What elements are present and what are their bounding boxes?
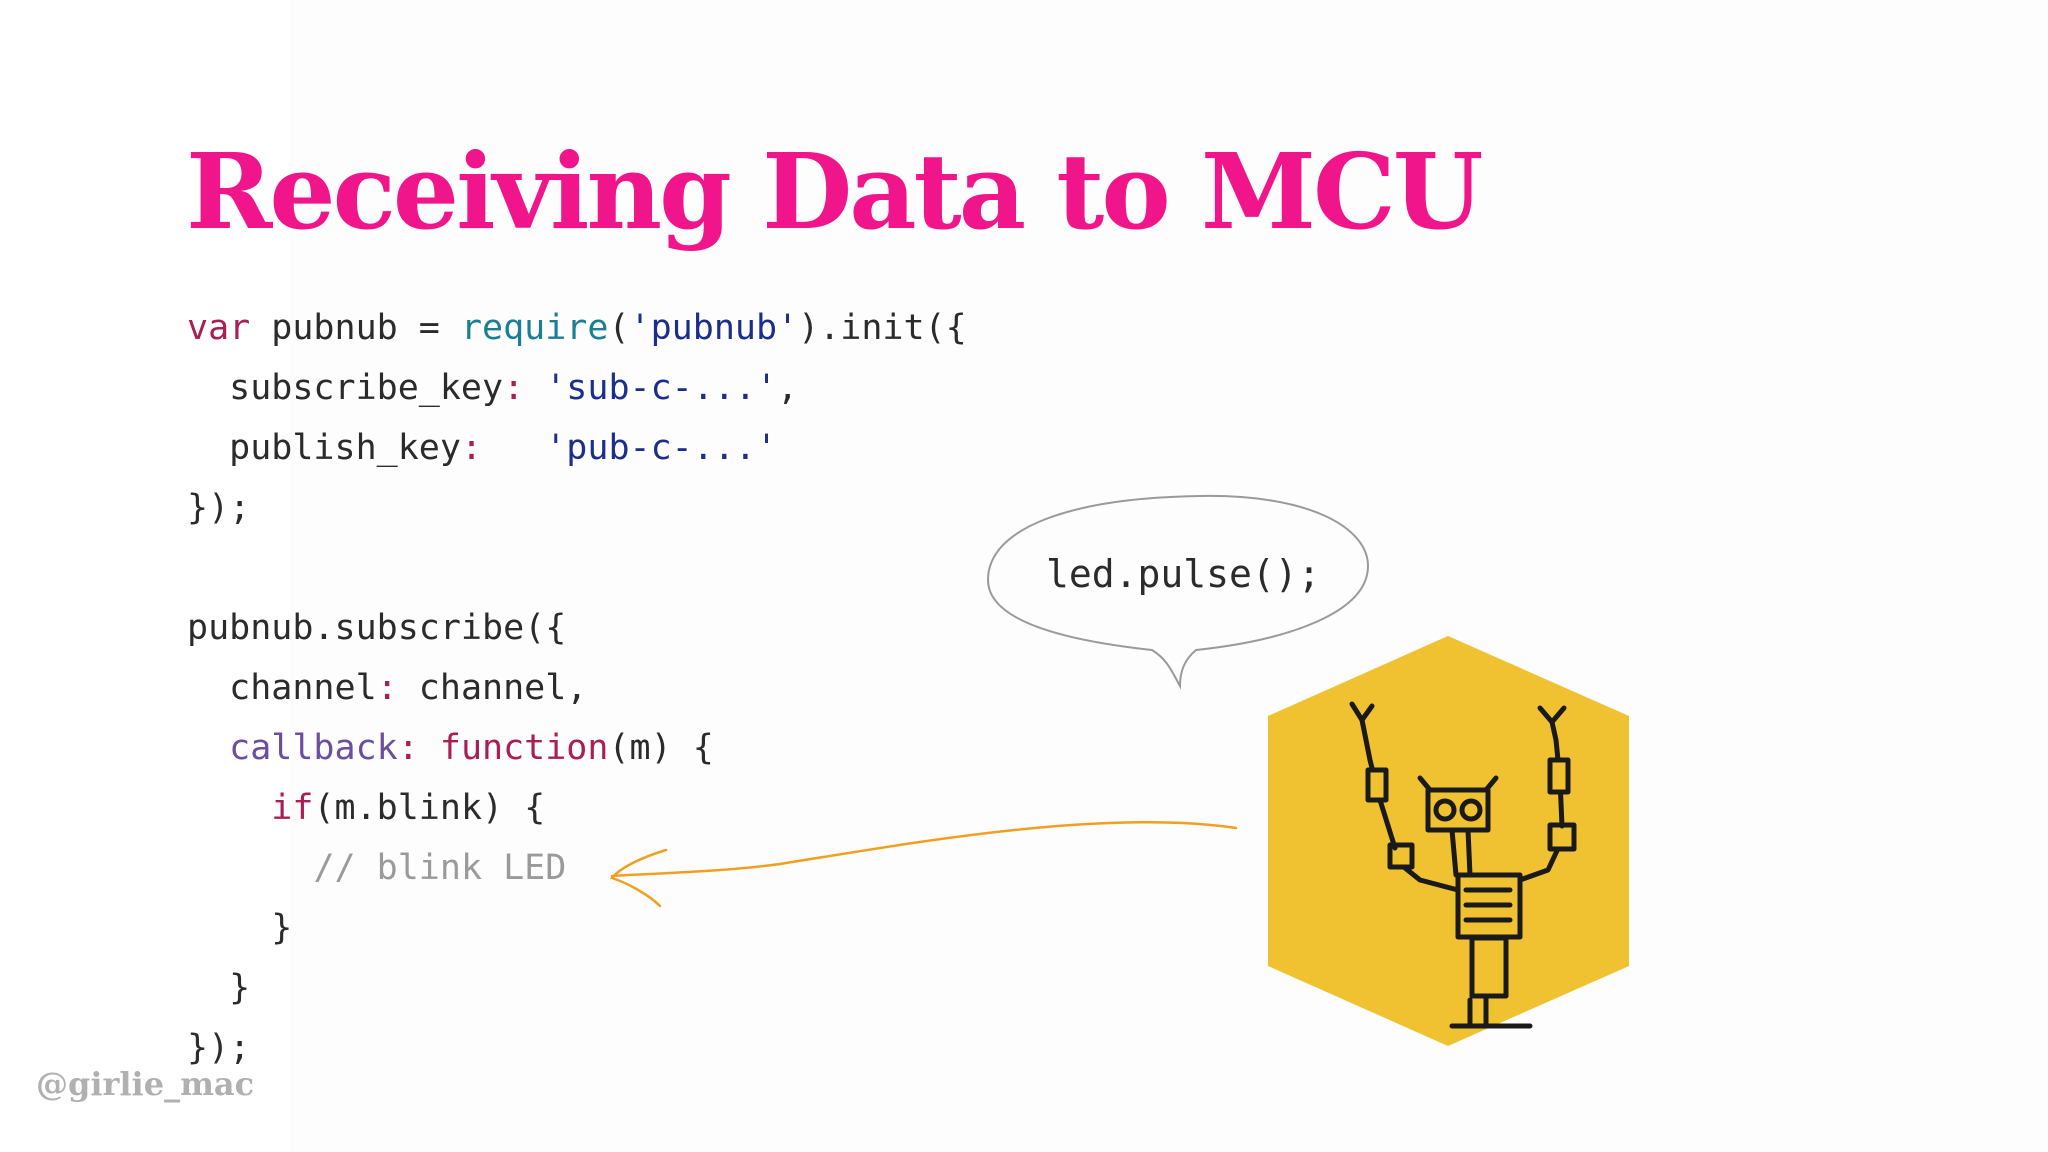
arrow-icon [609,821,1238,908]
code-line: pubnub.subscribe({ [187,598,967,658]
code-token: : [460,428,483,468]
code-token: 'pubnub' [629,308,799,348]
code-token: } [187,968,251,1008]
code-line: publish_key: 'pub-c-...' [187,418,967,478]
code-line: }); [187,1018,967,1078]
code-token: }); [187,488,251,528]
code-line: } [187,898,967,958]
code-line: }); [187,478,967,538]
code-token: 'pub-c-...' [545,428,778,468]
robot-hexagon-icon [1268,636,1629,1046]
code-token: var [187,308,251,348]
code-token: require [460,308,609,348]
code-token: }); [187,1028,251,1068]
code-token: // blink LED [313,848,567,888]
code-token: ).init({ [798,308,967,348]
code-token: callback [187,728,398,768]
code-token: if [271,788,314,828]
code-token: publish_key [187,428,461,468]
code-token: } [187,908,293,948]
code-line: if(m.blink) { [187,778,967,838]
code-token: function [439,728,609,768]
code-token: (m) { [608,728,714,768]
code-token: ( [608,308,630,348]
code-line: var pubnub = require('pubnub').init({ [187,298,967,358]
code-token: channel [187,668,377,708]
author-handle: @girlie_mac [36,1065,255,1103]
slide-background [290,0,2048,1152]
code-line: subscribe_key: 'sub-c-...', [187,358,967,418]
code-token: (m.blink) { [313,788,546,828]
code-block: var pubnub = require('pubnub').init({ su… [187,298,967,1078]
code-token: pubnub = [250,308,461,348]
speech-bubble-text: led.pulse(); [1046,552,1321,596]
code-line: callback: function(m) { [187,718,967,778]
code-line: // blink LED [187,838,967,898]
slide-title: Receiving Data to MCU [186,130,1483,253]
code-token: : [503,368,525,408]
code-token: : [397,728,419,768]
code-token: subscribe_key [187,368,504,408]
code-line: channel: channel, [187,658,967,718]
speech-bubble [986,494,1370,690]
code-line: } [187,958,967,1018]
code-token: : [376,668,398,708]
code-token: 'sub-c-...' [545,368,778,408]
code-token: channel, [397,668,588,708]
code-token: , [777,368,799,408]
code-token: pubnub.subscribe({ [187,608,567,648]
